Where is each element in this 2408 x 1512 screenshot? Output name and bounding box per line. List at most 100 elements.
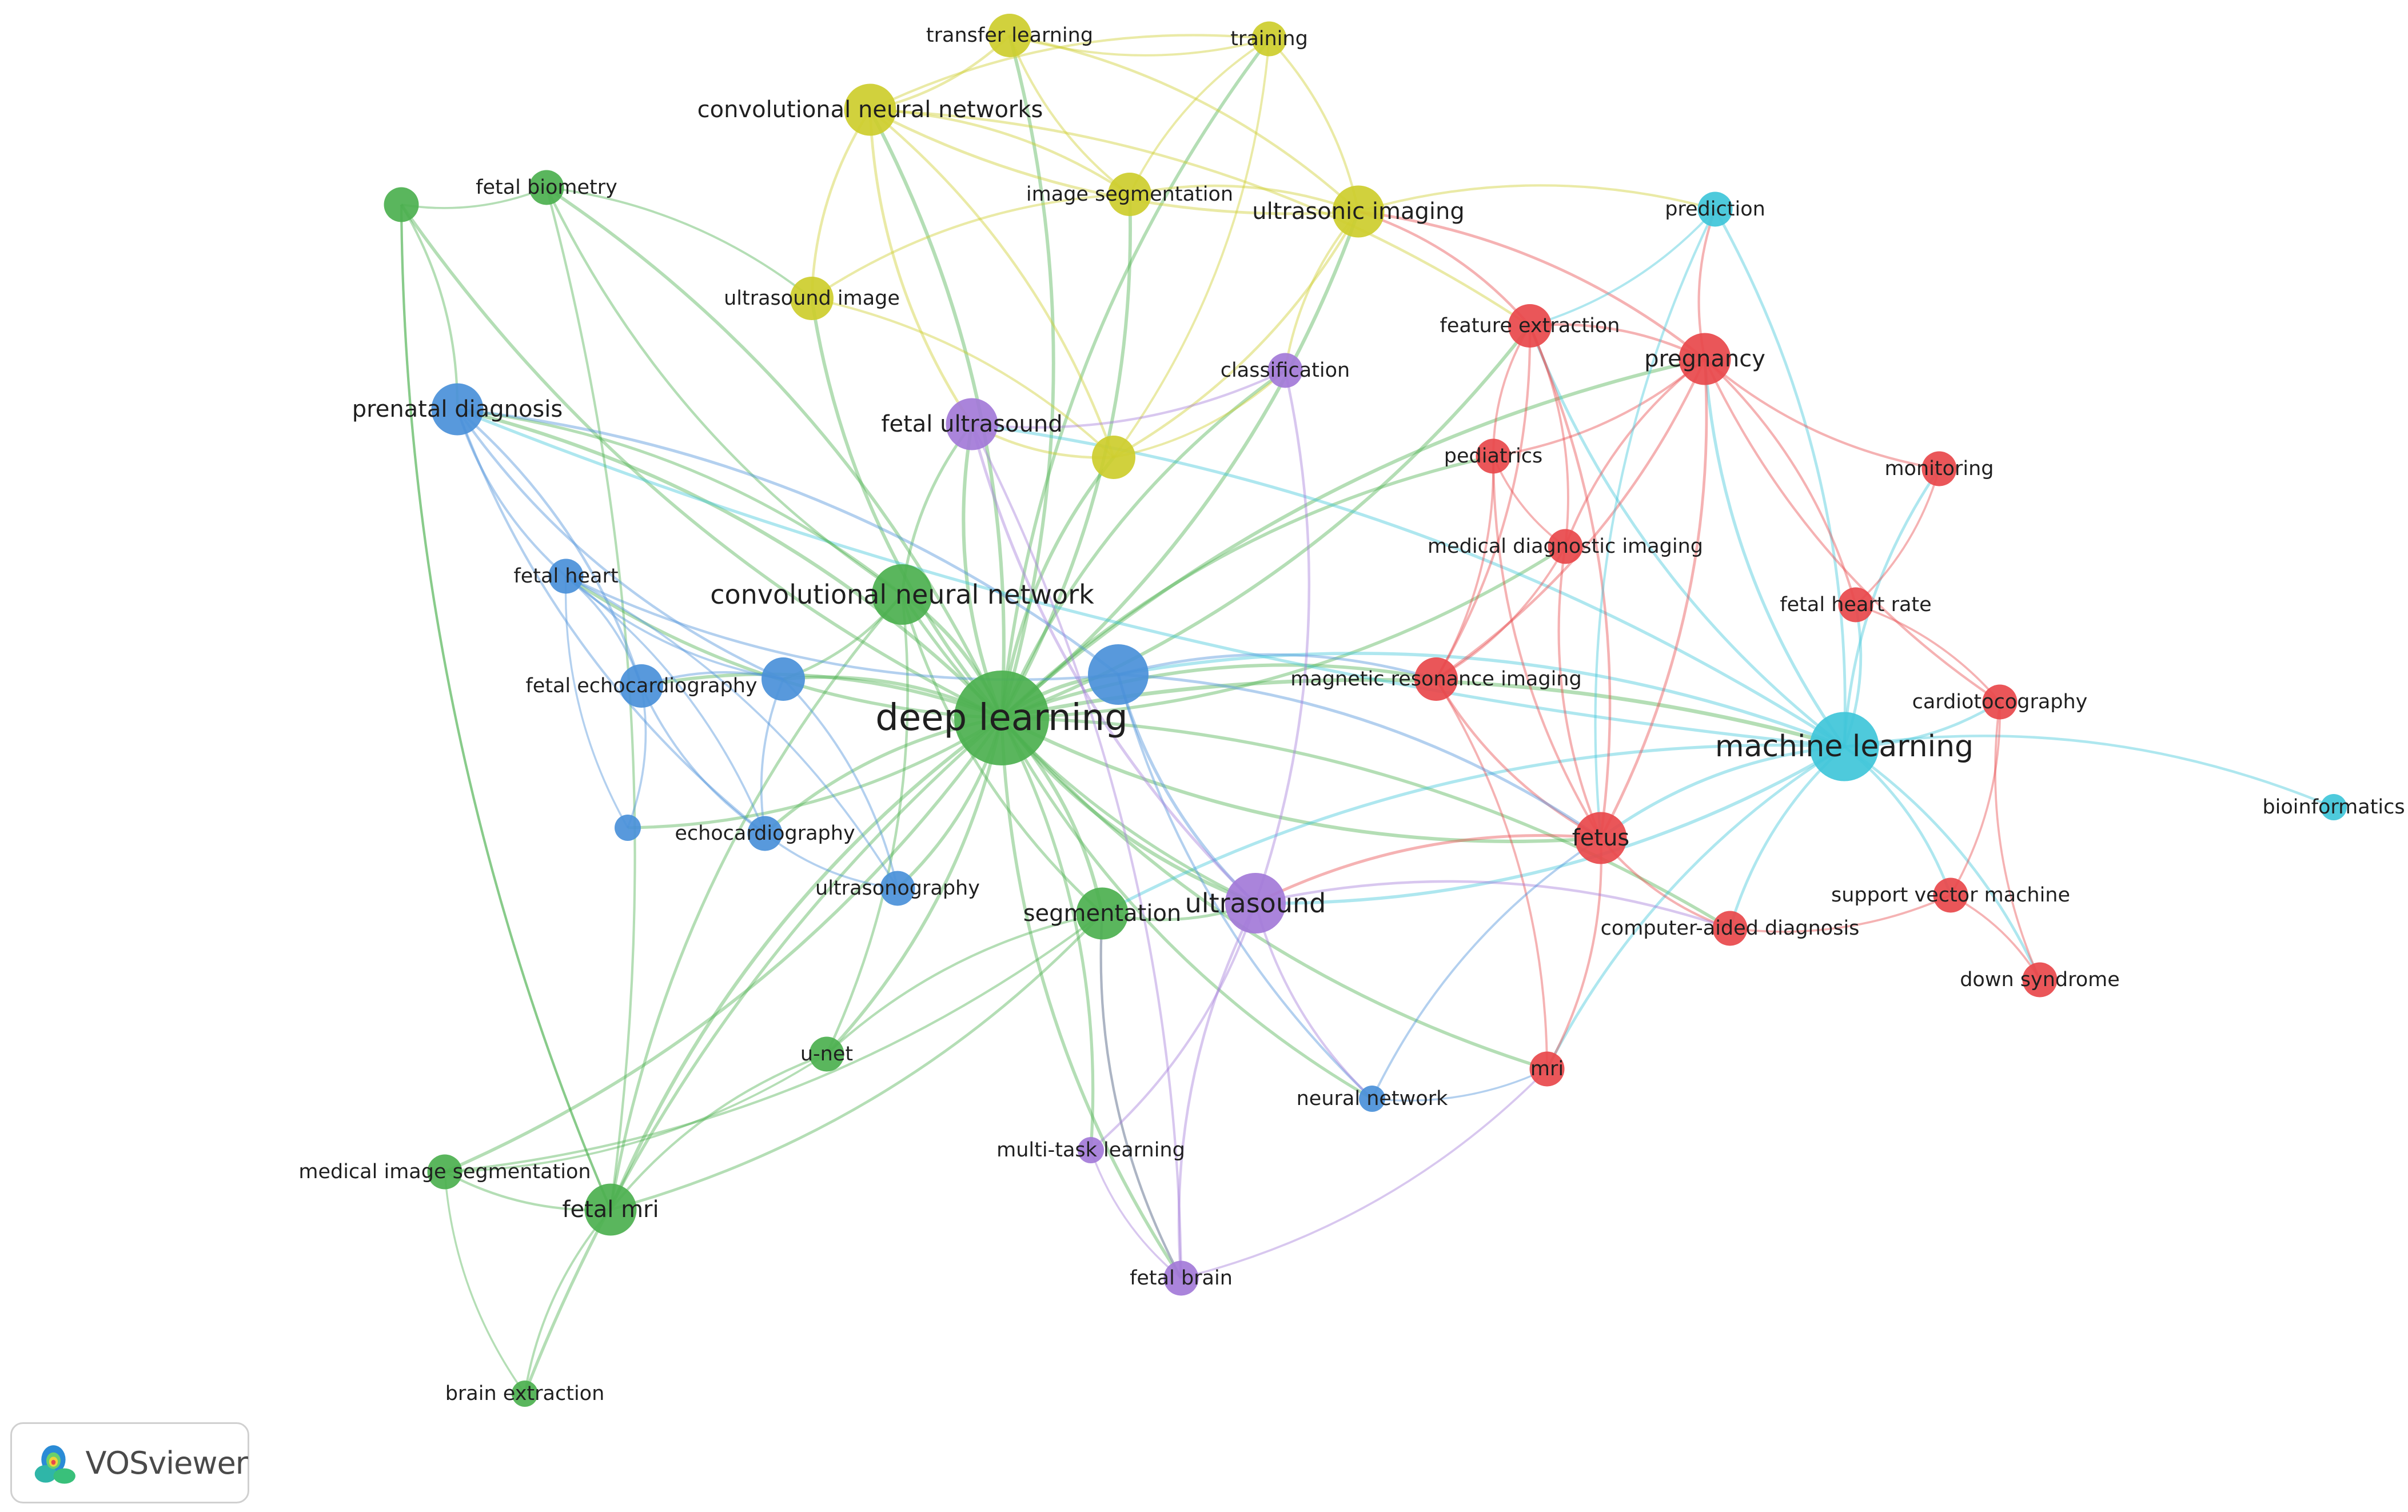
link-machine-learning-prediction: [1713, 208, 1847, 747]
label-classification: classification: [1221, 359, 1350, 382]
link-convolutional-neural-networks-image-segmentation: [870, 108, 1131, 196]
link-deep-learning-fetal-mri: [609, 716, 1003, 1211]
label-brain-extraction: brain extraction: [445, 1382, 605, 1405]
link-prenatal-diagnosis-fetal-heart: [456, 409, 567, 577]
node-classification[interactable]: [1267, 353, 1303, 388]
node-machine-learning[interactable]: [1809, 712, 1879, 781]
link-deep-learning-fetal-echocardiography: [641, 672, 1003, 720]
node-multi-task-learning[interactable]: [1078, 1137, 1104, 1163]
node-medical-image-segmentation[interactable]: [427, 1154, 463, 1190]
link-cardiotocography-support-vector-machine: [1949, 701, 2002, 896]
link-training-yellow-hub: [1113, 38, 1270, 458]
link-prediction-fetus: [1594, 209, 1716, 839]
link-green-small-fetal-mri: [400, 204, 612, 1210]
link-fetus-pediatrics: [1492, 456, 1602, 839]
link-echocardiography-ultrasonography: [764, 832, 898, 889]
label-medical-image-segmentation: medical image segmentation: [298, 1160, 591, 1183]
node-cardiotocography[interactable]: [1982, 684, 2018, 720]
node-u-net[interactable]: [809, 1036, 844, 1072]
link-pregnancy-monitoring: [1704, 358, 1940, 470]
node-fetal-echocardiography[interactable]: [620, 664, 663, 708]
link-blue-hub-ultrasonography: [782, 678, 899, 889]
node-fetal-ultrasound[interactable]: [946, 398, 998, 450]
vosviewer-label: VOSviewer: [85, 1445, 248, 1481]
link-prenatal-diagnosis-blue-hub: [456, 408, 784, 681]
link-feature-extraction-medical-diagnostic-imaging: [1529, 325, 1569, 547]
link-ultrasound-multi-task-learning: [1090, 903, 1257, 1151]
node-fetal-mri[interactable]: [584, 1183, 637, 1236]
node-fetal-heart-rate[interactable]: [1838, 587, 1873, 623]
link-ultrasonic-imaging-classification: [1283, 210, 1360, 371]
link-deep-learning-u-net: [825, 717, 1003, 1055]
link-pediatrics-magnetic-resonance-imaging: [1435, 456, 1495, 680]
node-mri[interactable]: [1529, 1051, 1565, 1087]
node-yellow-hub[interactable]: [1092, 436, 1135, 479]
link-yellow-hub-classification: [1113, 369, 1286, 458]
node-medical-diagnostic-imaging[interactable]: [1548, 529, 1583, 564]
link-transfer-learning-image-segmentation: [1008, 35, 1131, 196]
node-feature-extraction[interactable]: [1508, 304, 1552, 348]
link-deep-learning-magnetic-resonance-imaging: [1000, 663, 1437, 720]
node-deep-learning[interactable]: [954, 671, 1049, 765]
label-pediatrics: pediatrics: [1444, 445, 1542, 468]
link-ultrasound-fetal-brain: [1177, 902, 1257, 1279]
link-deep-learning-fetal-brain: [1000, 717, 1183, 1279]
node-echocardiography[interactable]: [747, 816, 783, 851]
node-segmentation[interactable]: [1076, 887, 1129, 940]
link-deep-learning-prenatal-diagnosis: [457, 408, 1003, 720]
node-pregnancy[interactable]: [1679, 333, 1731, 385]
link-convolutional-neural-network-u-net: [825, 594, 909, 1055]
link-fetal-mri-green-small: [400, 204, 612, 1210]
node-blue-small[interactable]: [615, 815, 641, 841]
node-fetal-heart[interactable]: [548, 558, 584, 594]
node-pediatrics[interactable]: [1476, 438, 1511, 474]
link-feature-extraction-ultrasonic-imaging: [1358, 210, 1531, 327]
node-convolutional-neural-network[interactable]: [872, 564, 932, 625]
node-blue-large-hub[interactable]: [1088, 644, 1149, 705]
node-prenatal-diagnosis[interactable]: [431, 383, 484, 436]
node-fetal-brain[interactable]: [1163, 1260, 1199, 1296]
label-down-syndrome: down syndrome: [1960, 968, 2120, 991]
node-ultrasonography[interactable]: [880, 871, 915, 906]
node-fetus[interactable]: [1574, 812, 1627, 864]
label-convolutional-neural-networks: convolutional neural networks: [697, 97, 1043, 123]
node-convolutional-neural-networks[interactable]: [844, 83, 896, 136]
node-magnetic-resonance-imaging[interactable]: [1414, 657, 1458, 701]
node-prediction[interactable]: [1697, 192, 1733, 227]
node-bioinformatics[interactable]: [2321, 794, 2347, 820]
node-support-vector-machine[interactable]: [1933, 877, 1968, 913]
link-u-net-medical-image-segmentation: [444, 1053, 828, 1173]
node-brain-extraction[interactable]: [512, 1381, 538, 1407]
label-fetal-heart-rate: fetal heart rate: [1780, 593, 1931, 616]
link-blue-large-hub-fetus: [1118, 673, 1602, 840]
link-training-ultrasonic-imaging: [1268, 38, 1360, 212]
node-down-syndrome[interactable]: [2022, 962, 2058, 998]
link-deep-learning-computer-aided-diagnosis: [1001, 716, 1731, 930]
link-transfer-learning-training: [1009, 34, 1270, 57]
node-ultrasound-image[interactable]: [790, 277, 834, 320]
node-computer-aided-diagnosis[interactable]: [1712, 911, 1748, 946]
node-fetal-biometry[interactable]: [529, 170, 564, 205]
node-ultrasonic-imaging[interactable]: [1332, 185, 1385, 238]
link-deep-learning-multi-task-learning: [1000, 717, 1095, 1151]
link-fetal-heart-echocardiography: [565, 575, 766, 834]
node-transfer-learning[interactable]: [988, 14, 1031, 57]
node-image-segmentation[interactable]: [1108, 173, 1151, 216]
label-fetal-biometry: fetal biometry: [476, 176, 617, 199]
link-segmentation-medical-image-segmentation: [444, 912, 1103, 1174]
link-fetal-heart-blue-small: [564, 576, 629, 828]
label-monitoring: monitoring: [1884, 457, 1994, 480]
node-ultrasound[interactable]: [1225, 873, 1286, 933]
label-prediction: prediction: [1665, 198, 1765, 221]
link-ultrasonic-imaging-yellow-hub: [1113, 210, 1360, 458]
node-blue-hub[interactable]: [762, 657, 805, 701]
node-monitoring[interactable]: [1921, 451, 1957, 486]
link-computer-aided-diagnosis-support-vector-machine: [1729, 894, 1951, 933]
node-neural-network[interactable]: [1359, 1086, 1385, 1112]
link-fetus-medical-diagnostic-imaging: [1557, 546, 1602, 839]
link-segmentation-fetal-brain: [1099, 913, 1182, 1279]
vosviewer-badge: VOSviewer: [10, 1422, 249, 1503]
node-training[interactable]: [1251, 21, 1287, 57]
node-green-small[interactable]: [384, 187, 419, 222]
link-deep-learning-green-small: [400, 204, 1003, 720]
